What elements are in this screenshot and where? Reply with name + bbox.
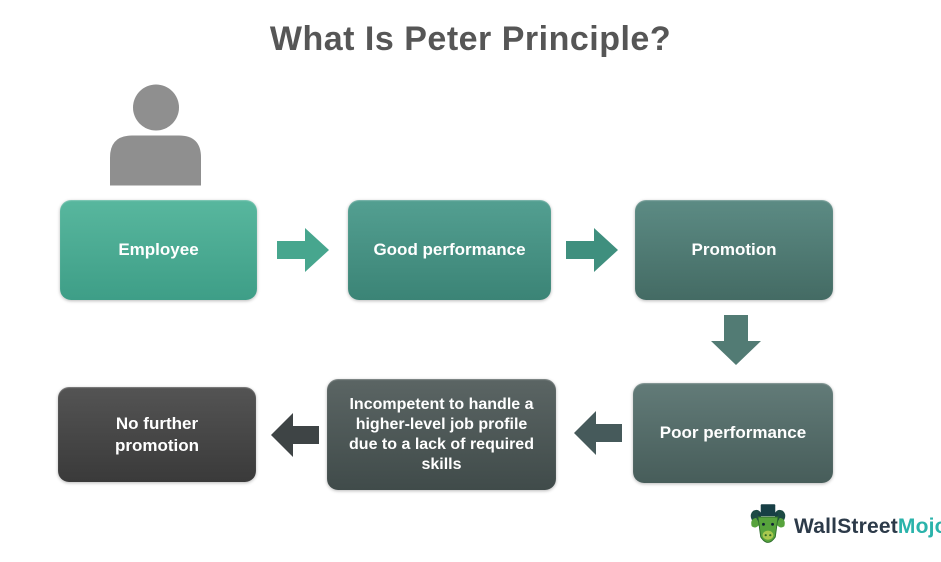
arrow-left-icon: [271, 413, 319, 457]
person-icon: [110, 84, 201, 186]
node-employee: Employee: [60, 200, 257, 300]
wallstreetmojo-logo: WallStreetMojo: [748, 504, 941, 550]
arrow-right-icon: [566, 228, 618, 272]
node-promotion: Promotion: [635, 200, 833, 300]
node-poor-performance-label: Poor performance: [659, 423, 807, 443]
node-no-further-promotion: No further promotion: [58, 387, 256, 482]
node-good-performance: Good performance: [348, 200, 551, 300]
node-promotion-label: Promotion: [691, 240, 777, 260]
node-employee-label: Employee: [118, 240, 199, 260]
logo-wordmark: WallStreetMojo: [794, 515, 941, 539]
node-poor-performance: Poor performance: [633, 383, 833, 483]
arrow-down-icon: [711, 315, 761, 365]
arrow-left-icon: [574, 411, 622, 455]
node-good-performance-label: Good performance: [373, 240, 526, 260]
page-title: What Is Peter Principle?: [269, 20, 672, 58]
logo-wallstreet-text: WallStreet: [794, 515, 898, 538]
arrow-right-icon: [277, 228, 329, 272]
bull-mascot-icon: [750, 504, 786, 543]
node-no-further-promotion-label: No further promotion: [114, 414, 200, 455]
node-incompetent-label: Incompetent to handle a higher-level job…: [349, 395, 534, 473]
node-incompetent: Incompetent to handle a higher-level job…: [327, 379, 556, 490]
logo-mojo-text: Mojo: [897, 515, 941, 538]
